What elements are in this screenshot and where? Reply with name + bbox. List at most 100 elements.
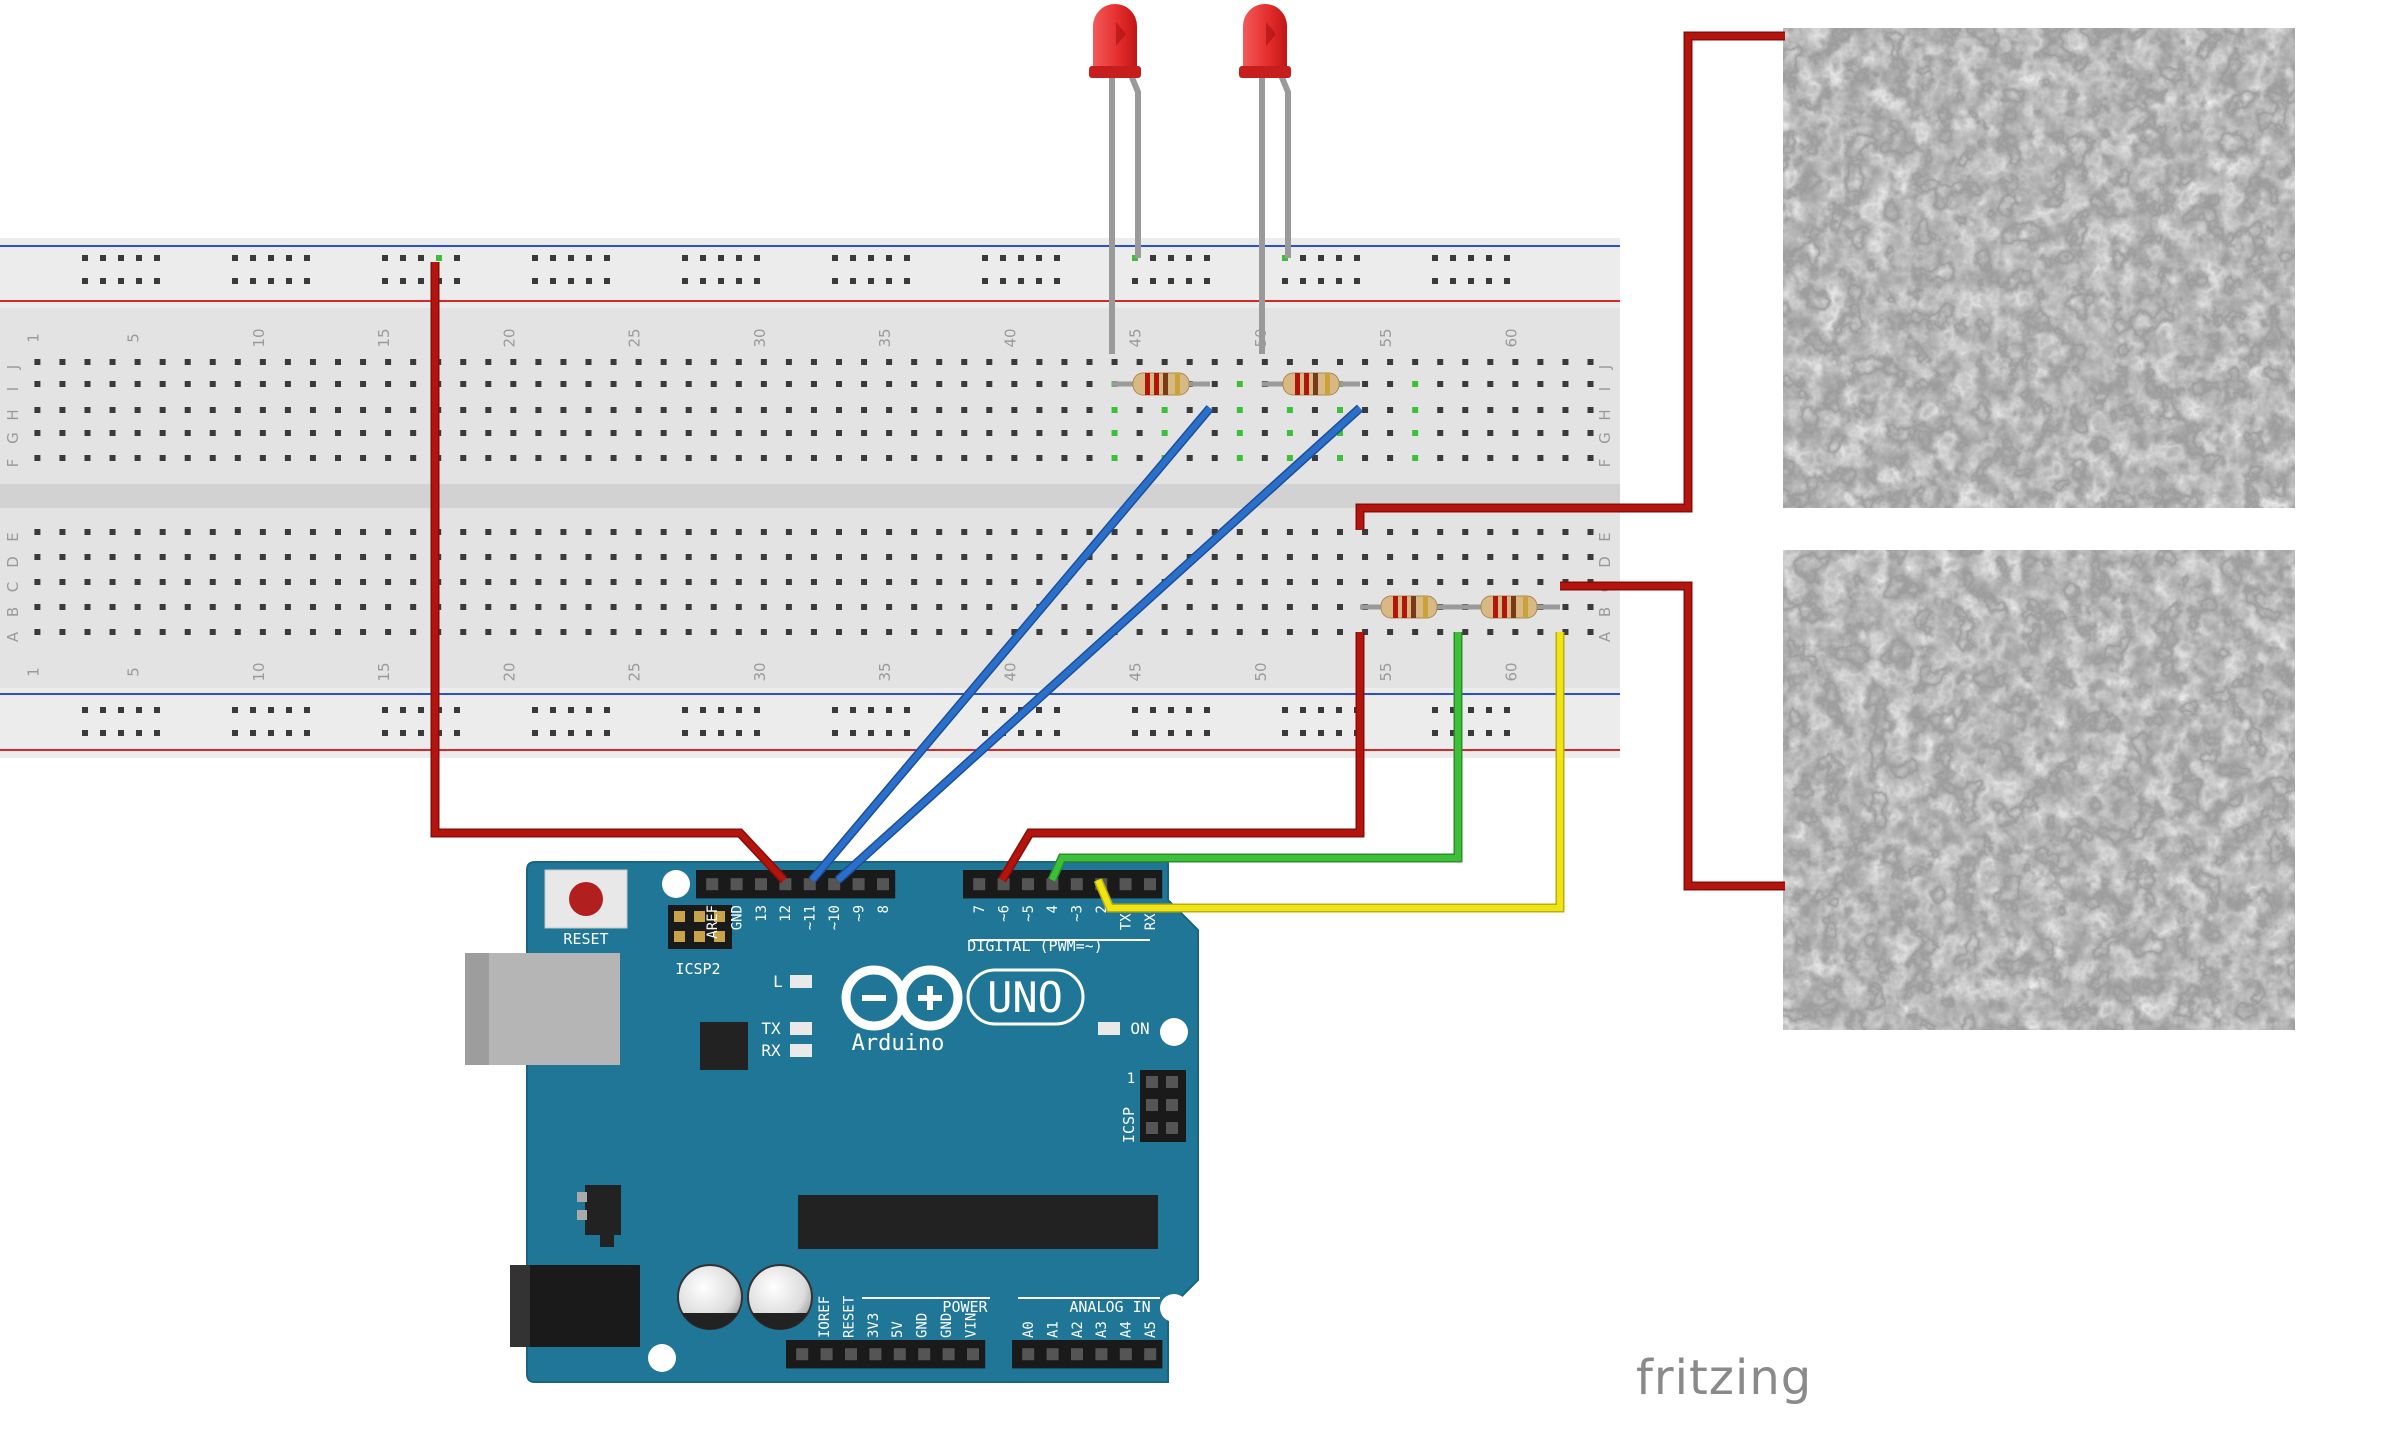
rail-hole[interactable]	[82, 730, 88, 736]
rail-hole[interactable]	[754, 730, 760, 736]
breadboard-hole[interactable]	[1537, 381, 1544, 387]
breadboard-hole[interactable]	[184, 579, 191, 585]
breadboard-hole[interactable]	[961, 359, 968, 365]
breadboard-hole[interactable]	[360, 529, 367, 535]
icsp-pin[interactable]	[1146, 1076, 1158, 1088]
breadboard-hole[interactable]	[1286, 629, 1293, 635]
breadboard-hole[interactable]	[84, 629, 91, 635]
breadboard-hole[interactable]	[785, 407, 792, 413]
breadboard-hole[interactable]	[1412, 381, 1419, 387]
breadboard-hole[interactable]	[735, 381, 742, 387]
rail-hole[interactable]	[682, 707, 688, 713]
rail-hole[interactable]	[304, 255, 310, 261]
breadboard-hole[interactable]	[836, 604, 842, 610]
breadboard-hole[interactable]	[836, 529, 842, 535]
rail-hole[interactable]	[232, 730, 238, 736]
breadboard-hole[interactable]	[1512, 359, 1519, 365]
header-pin[interactable]	[918, 1348, 931, 1361]
rail-hole[interactable]	[1150, 278, 1156, 284]
breadboard-hole[interactable]	[836, 455, 842, 461]
rail-hole[interactable]	[268, 730, 274, 736]
rail-hole[interactable]	[136, 707, 142, 713]
rail-hole[interactable]	[232, 278, 238, 284]
breadboard-hole[interactable]	[886, 604, 893, 610]
breadboard-hole[interactable]	[1311, 579, 1318, 585]
breadboard-hole[interactable]	[1136, 579, 1143, 585]
rail-hole[interactable]	[982, 255, 988, 261]
breadboard-hole[interactable]	[1587, 554, 1594, 560]
breadboard-hole[interactable]	[460, 579, 467, 585]
breadboard-hole[interactable]	[309, 629, 316, 635]
rail-hole[interactable]	[1054, 278, 1060, 284]
breadboard-hole[interactable]	[1286, 579, 1293, 585]
breadboard-hole[interactable]	[635, 529, 642, 535]
breadboard-hole[interactable]	[1487, 629, 1494, 635]
breadboard-hole[interactable]	[861, 554, 868, 560]
breadboard-hole[interactable]	[1412, 529, 1419, 535]
breadboard-hole[interactable]	[610, 629, 617, 635]
breadboard-hole[interactable]	[1412, 359, 1419, 365]
breadboard-hole[interactable]	[234, 554, 241, 560]
rail-hole[interactable]	[568, 707, 574, 713]
breadboard-hole[interactable]	[360, 554, 367, 560]
rail-hole[interactable]	[982, 707, 988, 713]
breadboard-hole[interactable]	[1111, 579, 1118, 585]
header-pin[interactable]	[967, 1348, 979, 1361]
breadboard-hole[interactable]	[1011, 430, 1018, 436]
breadboard-hole[interactable]	[635, 381, 642, 387]
breadboard-hole[interactable]	[535, 407, 542, 413]
breadboard-hole[interactable]	[309, 579, 316, 585]
rail-hole[interactable]	[154, 707, 160, 713]
breadboard-hole[interactable]	[861, 529, 868, 535]
breadboard-hole[interactable]	[259, 455, 266, 461]
breadboard-hole[interactable]	[485, 381, 492, 387]
breadboard-hole[interactable]	[460, 359, 467, 365]
breadboard-hole[interactable]	[660, 359, 667, 365]
rail-hole[interactable]	[1336, 707, 1342, 713]
breadboard-hole[interactable]	[1161, 430, 1168, 436]
rail-hole[interactable]	[586, 707, 592, 713]
breadboard-hole[interactable]	[134, 381, 141, 387]
breadboard-hole[interactable]	[1311, 407, 1318, 413]
breadboard-hole[interactable]	[1512, 381, 1519, 387]
breadboard-hole[interactable]	[760, 604, 767, 610]
breadboard-hole[interactable]	[710, 554, 717, 560]
breadboard-hole[interactable]	[1186, 359, 1193, 365]
breadboard-hole[interactable]	[1587, 407, 1594, 413]
breadboard-hole[interactable]	[1362, 381, 1369, 387]
breadboard-hole[interactable]	[961, 455, 968, 461]
header-pin[interactable]	[796, 1348, 809, 1361]
breadboard-hole[interactable]	[1011, 629, 1018, 635]
breadboard-hole[interactable]	[1186, 407, 1193, 413]
rail-hole[interactable]	[718, 707, 724, 713]
breadboard-hole[interactable]	[610, 529, 617, 535]
rail-hole[interactable]	[1000, 707, 1006, 713]
breadboard-hole[interactable]	[1362, 359, 1369, 365]
breadboard-hole[interactable]	[560, 604, 567, 610]
breadboard-hole[interactable]	[1437, 455, 1444, 461]
breadboard-hole[interactable]	[1086, 455, 1093, 461]
breadboard-hole[interactable]	[309, 455, 316, 461]
breadboard-hole[interactable]	[1161, 407, 1168, 413]
breadboard-hole[interactable]	[159, 359, 166, 365]
rail-hole[interactable]	[1450, 730, 1456, 736]
rail-hole[interactable]	[1318, 730, 1324, 736]
breadboard-hole[interactable]	[1261, 359, 1268, 365]
breadboard-hole[interactable]	[510, 554, 517, 560]
breadboard-hole[interactable]	[109, 554, 116, 560]
breadboard-hole[interactable]	[1086, 359, 1093, 365]
breadboard-hole[interactable]	[234, 430, 241, 436]
breadboard-hole[interactable]	[535, 579, 542, 585]
breadboard-hole[interactable]	[1562, 430, 1569, 436]
breadboard-hole[interactable]	[1437, 381, 1444, 387]
breadboard-hole[interactable]	[309, 381, 316, 387]
breadboard-hole[interactable]	[1587, 455, 1594, 461]
rail-hole[interactable]	[118, 730, 124, 736]
breadboard-hole[interactable]	[134, 529, 141, 535]
rail-hole[interactable]	[118, 707, 124, 713]
breadboard-hole[interactable]	[234, 579, 241, 585]
rail-hole[interactable]	[1204, 278, 1210, 284]
breadboard-hole[interactable]	[735, 430, 742, 436]
breadboard-hole[interactable]	[1086, 629, 1093, 635]
breadboard-hole[interactable]	[335, 629, 341, 635]
